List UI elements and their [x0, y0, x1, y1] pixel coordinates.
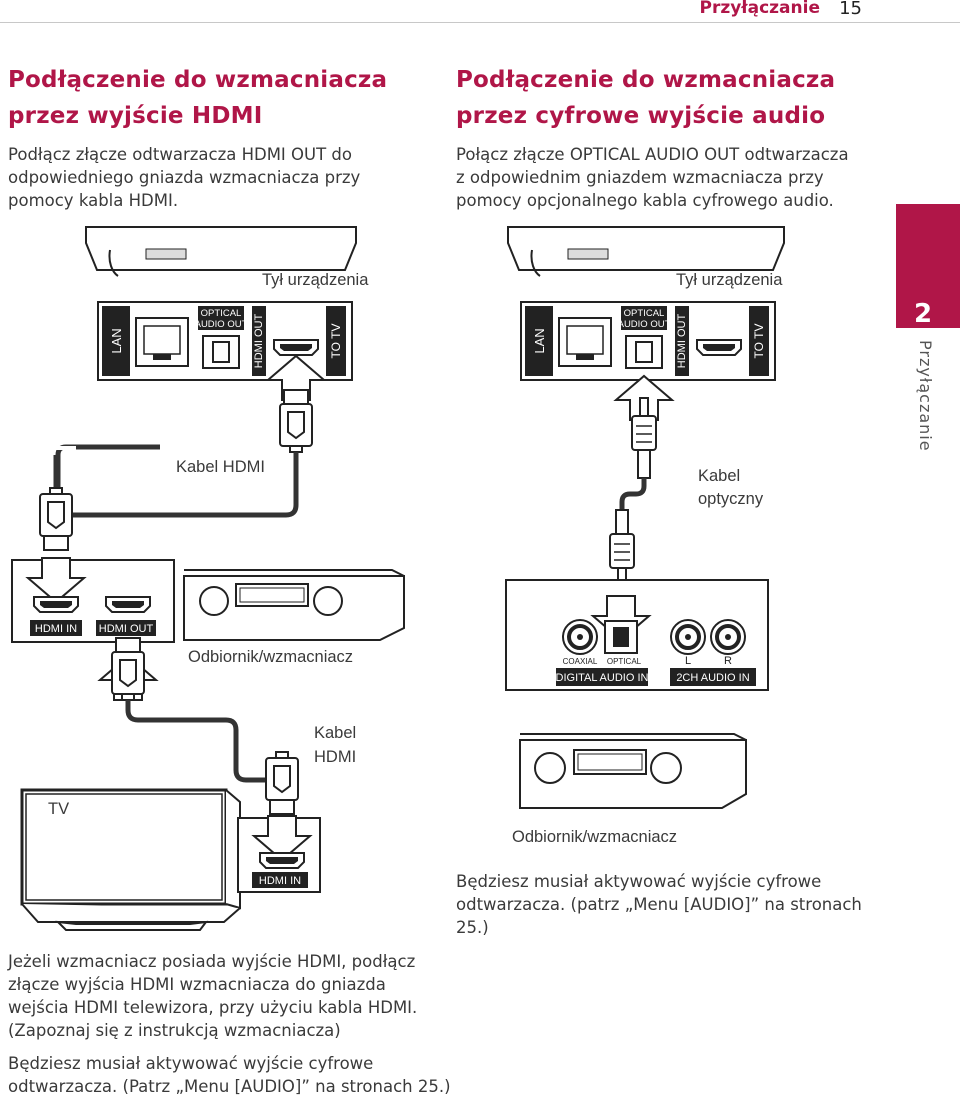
coaxial-label: COAXIAL [563, 657, 598, 666]
right-device-back-label: Tył urządzenia [676, 271, 783, 289]
right-player-panel: LAN OPTICAL AUDIO OUT HDMI OUT TO TV [520, 301, 776, 381]
right-receiver-label: Odbiornik/wzmacniacz [512, 828, 677, 846]
receiver-hdmi-in-label: HDMI IN [35, 623, 77, 635]
right-player-top [507, 226, 785, 277]
left-player-panel: LAN OPTICAL AUDIO OUT HDMI OUT TO TV [97, 301, 353, 381]
left-cable-top-label: Kabel HDMI [176, 458, 265, 476]
left-intro: Podłącz złącze odtwarzacza HDMI OUT do o… [8, 145, 361, 210]
page-number: 15 [839, 0, 862, 19]
tv-hdmi-in-label: HDMI IN [259, 875, 301, 887]
tv: HDMI IN [20, 788, 321, 931]
left-player-top [85, 226, 357, 277]
header-rule [0, 22, 960, 23]
svg-text:TO TV: TO TV [329, 324, 343, 359]
svg-text:HDMI OUT: HDMI OUT [676, 314, 688, 369]
svg-text:TO TV: TO TV [752, 324, 766, 359]
right-intro: Połącz złącze OPTICAL AUDIO OUT odtwarza… [456, 145, 849, 210]
left-cable-bottom-label-1: Kabel [314, 724, 356, 742]
left-receiver-label: Odbiornik/wzmacniacz [188, 648, 353, 666]
optical-cable [619, 478, 647, 512]
right-cable-label-2: optyczny [698, 490, 764, 508]
left-receiver: HDMI IN HDMI OUT [11, 557, 405, 643]
channel-l-label: L [685, 655, 691, 667]
panel-lan-label: LAN [109, 328, 124, 353]
left-note-1: Jeżeli wzmacniacz posiada wyjście HDMI, … [8, 952, 418, 1040]
section-title: Przyłączanie [699, 0, 820, 18]
chapter-label: Przyłączanie [916, 340, 935, 452]
chapter-number: 2 [914, 299, 933, 329]
panel-optical-label: OPTICAL [201, 308, 242, 319]
left-heading: Podłączenie do wzmacniacza przez wyjście… [8, 67, 388, 129]
svg-text:AUDIO OUT: AUDIO OUT [618, 319, 671, 330]
optical-plug-bottom [609, 509, 635, 585]
left-device-back-label: Tył urządzenia [262, 271, 369, 289]
audio-2ch-label: 2CH AUDIO IN [676, 672, 749, 684]
left-hdmi-cable-bottom [125, 700, 276, 783]
svg-text:LAN: LAN [532, 328, 547, 353]
right-note: Będziesz musiał aktywować wyjście cyfrow… [456, 872, 862, 937]
chapter-tab: 2 [896, 204, 960, 329]
right-cable-label-1: Kabel [698, 467, 740, 485]
tv-label: TV [48, 800, 69, 818]
svg-text:HDMI OUT: HDMI OUT [253, 314, 265, 369]
optical-label: OPTICAL [607, 657, 642, 666]
left-cable-bottom-label-2: HDMI [314, 748, 356, 766]
svg-text:OPTICAL: OPTICAL [624, 308, 665, 319]
channel-r-label: R [724, 655, 732, 667]
right-receiver-front [519, 733, 747, 809]
digital-audio-in-label: DIGITAL AUDIO IN [556, 672, 649, 684]
right-receiver-panel: COAXIAL OPTICAL L R DIGITAL AUDIO IN 2CH… [505, 579, 769, 691]
receiver-hdmi-out-label: HDMI OUT [99, 623, 154, 635]
svg-text:AUDIO OUT: AUDIO OUT [195, 319, 248, 330]
left-note-2: Będziesz musiał aktywować wyjście cyfrow… [8, 1054, 451, 1096]
right-heading: Podłączenie do wzmacniacza przez cyfrowe… [456, 67, 836, 129]
